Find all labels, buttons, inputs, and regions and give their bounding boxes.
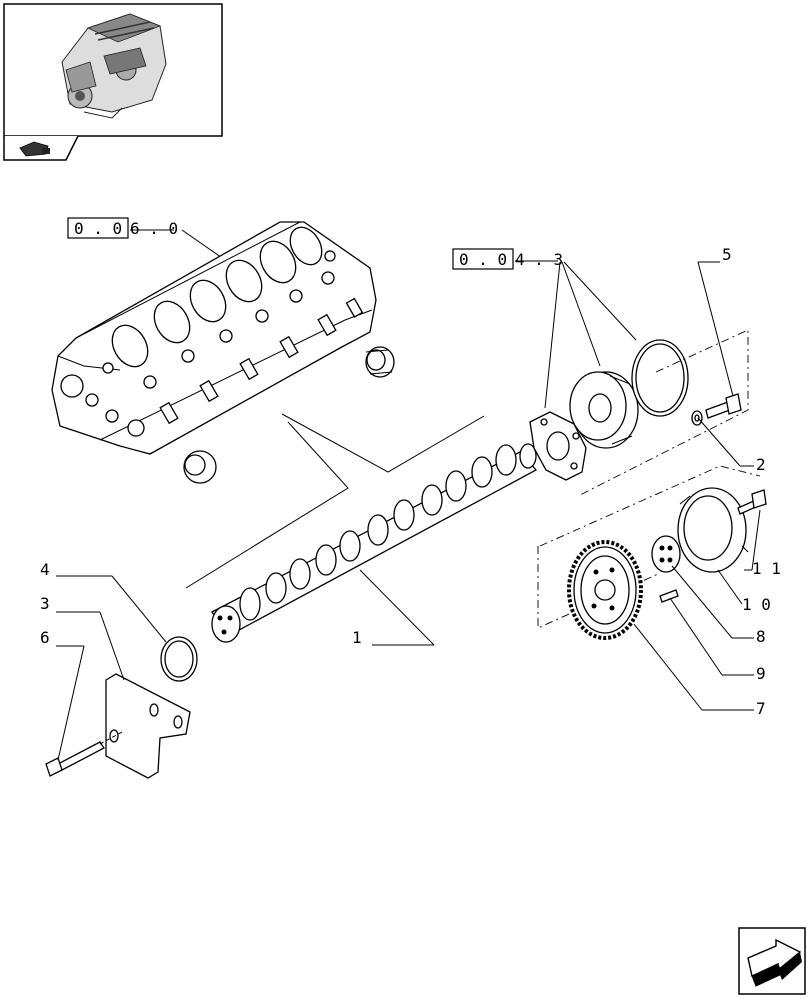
callout-5: 5: [697, 245, 734, 397]
next-page-arrow-icon: [747, 938, 802, 987]
svg-text:4: 4: [40, 560, 50, 579]
callout-1: 1: [352, 569, 435, 647]
reference-box-text: 0 . 0: [459, 250, 507, 269]
bolt: [45, 731, 123, 777]
side-ports: [159, 297, 364, 425]
svg-text:1 0: 1 0: [742, 595, 771, 614]
callout-10: 1 0: [717, 569, 771, 614]
phantom-frame: [577, 329, 749, 497]
washer: [691, 410, 703, 426]
svg-text:3: 3: [40, 594, 50, 613]
damper-hub: [651, 535, 681, 573]
engine-thumbnail[interactable]: [3, 3, 223, 161]
svg-text:1 1: 1 1: [752, 559, 781, 578]
callout-3: 3: [40, 594, 125, 681]
callout-8: 8: [671, 565, 766, 646]
hand-pointer-icon: [19, 141, 50, 157]
damper-plate: [677, 487, 749, 573]
seal-cover: [569, 371, 639, 449]
cam-gear: [567, 540, 643, 640]
phantom-line: [281, 413, 485, 473]
valve-seats: [102, 250, 336, 389]
o-ring-large: [631, 339, 689, 417]
callout-11: 1 1: [744, 509, 781, 578]
callout-6: 6: [40, 628, 85, 761]
phantom-line: [185, 421, 349, 589]
o-ring-small: [160, 636, 198, 682]
callout-9: 9: [669, 597, 766, 683]
svg-text:1: 1: [352, 628, 362, 647]
reference-label-timing-cover[interactable]: 0 . 0 4 . 3: [452, 248, 563, 270]
reference-rest-text: 6 . 0: [130, 219, 178, 238]
reference-rest-text: 4 . 3: [515, 250, 563, 269]
reference-box-text: 0 . 0: [74, 219, 122, 238]
callout-2: 2: [697, 417, 766, 474]
svg-text:5: 5: [722, 245, 732, 264]
reference-label-cylinder-head[interactable]: 0 . 0 6 . 0: [67, 217, 178, 239]
cam-bushing: [183, 450, 217, 484]
gasket-plate: [529, 411, 587, 481]
camshaft: [211, 443, 538, 643]
screw: [659, 589, 679, 603]
svg-text:6: 6: [40, 628, 50, 647]
svg-text:2: 2: [756, 455, 766, 474]
cylinder-bores: [111, 226, 323, 368]
engine-thumbnail-icon: [61, 13, 167, 119]
next-page-button[interactable]: [738, 927, 806, 995]
bolt: [705, 393, 742, 419]
callout-4: 4: [40, 560, 167, 643]
svg-text:9: 9: [756, 664, 766, 683]
bolt: [737, 489, 767, 515]
callout-7: 7: [633, 623, 766, 718]
svg-text:8: 8: [756, 627, 766, 646]
bracket: [105, 673, 191, 779]
svg-text:7: 7: [756, 699, 766, 718]
cam-bushing: [365, 346, 395, 378]
cylinder-head: [51, 221, 377, 455]
